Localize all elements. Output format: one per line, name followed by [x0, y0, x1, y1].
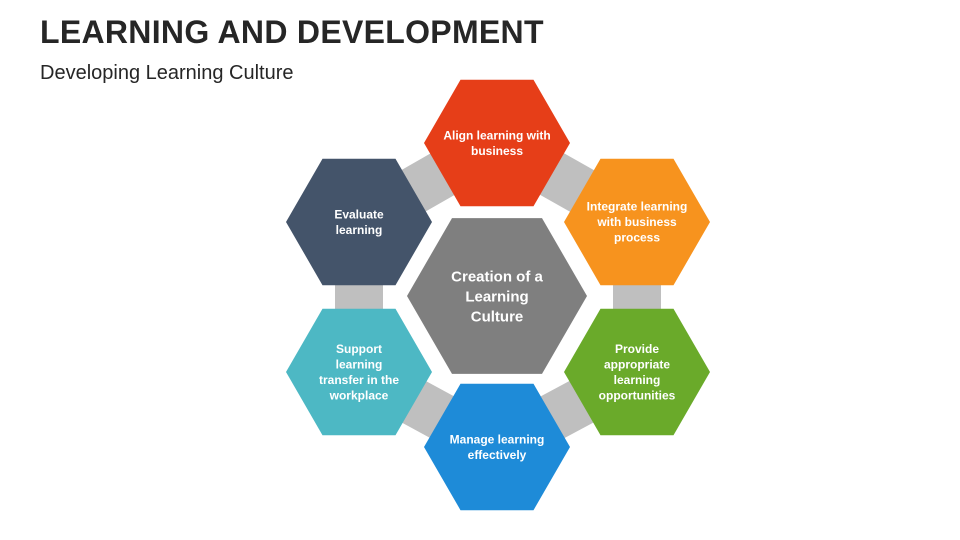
hexagon-support-label-line: workplace — [329, 388, 389, 402]
hexagon-manage: Manage learning effectively — [424, 383, 570, 511]
hexagon-center-label-line: Culture — [471, 308, 524, 325]
hexagon-evaluate-label-line: learning — [336, 223, 383, 237]
hexagon-provide-label-line: opportunities — [599, 388, 676, 402]
hexagon-center-label-line: Learning — [465, 288, 528, 305]
hexagon-provide-label-line: Provide — [615, 342, 659, 356]
page-title: LEARNING AND DEVELOPMENT — [40, 14, 544, 50]
hexagon-manage-label: Manage learning effectively — [450, 432, 545, 462]
hexagon-center-shape — [407, 218, 587, 374]
hexagon-provide-label-line: appropriate — [604, 357, 670, 371]
hexagon-support-label-line: transfer in the — [319, 373, 399, 387]
hexagon-align-shape — [424, 79, 570, 207]
hexagon-manage-label-line: effectively — [468, 448, 527, 462]
hexagon-integrate-label-line: process — [614, 231, 660, 245]
hexagon-support-label-line: learning — [336, 357, 383, 371]
hexagon-provide-label-line: learning — [614, 373, 661, 387]
hexagon-align-label: Align learning with business — [443, 128, 550, 158]
hexagon-provide-shape — [564, 308, 710, 436]
hexagon-center-label-line: Creation of a — [451, 268, 543, 285]
page-subtitle: Developing Learning Culture — [40, 62, 294, 84]
hexagon-align: Align learning with business — [424, 79, 570, 207]
hexagon-support-label-line: Support — [336, 342, 382, 356]
hexagon-align-label-line: Align learning with — [443, 128, 550, 142]
hexagon-evaluate-label: Evaluate learning — [334, 207, 384, 237]
hexagon-manage-label-line: Manage learning — [450, 432, 545, 446]
hexagon-integrate-label-line: Integrate learning — [587, 200, 688, 214]
hexagon-integrate-shape — [564, 158, 710, 286]
hexagon-evaluate: Evaluate learning — [286, 158, 432, 286]
hexagon-evaluate-label-line: Evaluate — [334, 207, 384, 221]
hexagon-manage-shape — [424, 383, 570, 511]
hexagon-support-shape — [286, 308, 432, 436]
hexagon-evaluate-shape — [286, 158, 432, 286]
hexagon-integrate-label-line: with business — [596, 215, 677, 229]
hexagon-align-label-line: business — [471, 144, 523, 158]
